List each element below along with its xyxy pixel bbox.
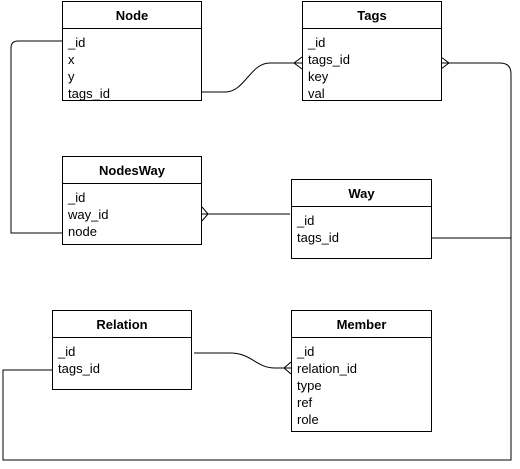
table-way[interactable]: Way _id tags_id <box>291 179 432 259</box>
field: _id <box>68 35 86 50</box>
field: _id <box>58 344 76 359</box>
table-member[interactable]: Member _id relation_id type ref role <box>291 310 432 432</box>
field: _id <box>297 213 315 228</box>
table-title: Node <box>63 2 201 29</box>
field-list: _id way_id node <box>63 184 201 240</box>
table-title: Tags <box>303 2 441 29</box>
connector-tags-way-relation <box>2 62 512 461</box>
table-tags[interactable]: Tags _id tags_id key val <box>302 1 442 101</box>
field-list: _id tags_id key val <box>303 29 441 102</box>
field-list: _id tags_id <box>53 338 191 377</box>
table-nodesway[interactable]: NodesWay _id way_id node <box>62 156 202 245</box>
field: _id <box>297 344 315 359</box>
field-list: _id x y tags_id <box>63 29 201 102</box>
table-title: NodesWay <box>63 157 201 184</box>
crowfoot-way-tags <box>440 56 450 70</box>
field-list: _id tags_id <box>292 207 431 246</box>
crowfoot-node-tags <box>293 56 303 70</box>
table-relation[interactable]: Relation _id tags_id <box>52 310 192 390</box>
connector-relation-member <box>194 352 291 369</box>
field: x <box>68 52 75 67</box>
field: val <box>308 86 325 101</box>
table-title: Way <box>292 180 431 207</box>
connector-node-nodesway <box>10 40 62 234</box>
field: _id <box>308 35 326 50</box>
field: role <box>297 412 319 427</box>
field: relation_id <box>297 361 357 376</box>
field: tags_id <box>58 361 100 376</box>
table-title: Relation <box>53 311 191 338</box>
field: _id <box>68 190 86 205</box>
connector-node-tags <box>202 62 302 93</box>
field: tags_id <box>308 52 350 67</box>
field: y <box>68 69 75 84</box>
crowfoot-way-nodesway <box>201 206 209 222</box>
field: tags_id <box>68 86 110 101</box>
field: ref <box>297 395 313 410</box>
crowfoot-relation-member <box>283 361 292 375</box>
field: key <box>308 69 329 84</box>
field: way_id <box>68 207 109 222</box>
table-title: Member <box>292 311 431 338</box>
field-list: _id relation_id type ref role <box>292 338 431 428</box>
field: type <box>297 378 322 393</box>
table-node[interactable]: Node _id x y tags_id <box>62 1 202 101</box>
field: node <box>68 224 97 239</box>
field: tags_id <box>297 230 339 245</box>
